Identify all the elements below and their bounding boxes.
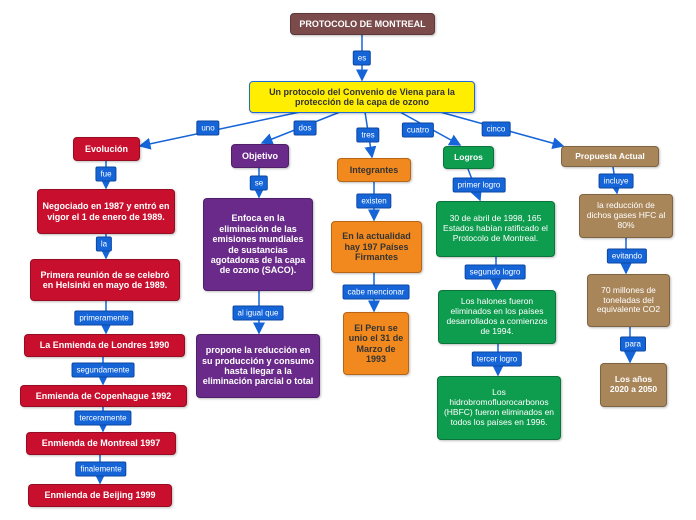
link-label-segundamente: segundamente <box>71 362 135 378</box>
integrantes-item-2[interactable]: El Peru se unio el 31 de Marzo de 1993 <box>343 312 409 375</box>
link-label-al-igual-que: al igual que <box>232 305 284 321</box>
evolucion-item-4[interactable]: Enmienda de Copenhague 1992 <box>20 385 187 407</box>
branch-logros[interactable]: Logros <box>443 146 494 169</box>
link-label-primer-logro: primer logro <box>452 177 506 193</box>
link-label-finalemente: finalemente <box>75 461 127 477</box>
link-label-tres: tres <box>356 127 380 143</box>
integrantes-item-1[interactable]: En la actualidad hay 197 Países Firmante… <box>331 221 422 273</box>
link-label-evitando: evitando <box>606 248 648 264</box>
objetivo-item-2[interactable]: propone la reducción en su producción y … <box>196 334 320 398</box>
branch-evolucion[interactable]: Evolución <box>73 137 140 161</box>
branch-objetivo[interactable]: Objetivo <box>231 144 289 168</box>
link-label-uno: uno <box>196 120 220 136</box>
link-label-fue: fue <box>95 166 117 182</box>
link-label-terceramente: terceramente <box>74 410 132 426</box>
logros-item-2[interactable]: Los halones fueron eliminados en los paí… <box>438 290 556 344</box>
evolucion-item-1[interactable]: Negociado en 1987 y entró en vigor el 1 … <box>37 189 175 234</box>
evolucion-item-5[interactable]: Enmienda de Montreal 1997 <box>26 432 176 455</box>
propuesta-item-2[interactable]: 70 millones de toneladas del equivalente… <box>587 274 670 327</box>
link-label-cinco: cinco <box>481 121 511 137</box>
link-label-primeramente: primeramente <box>74 310 134 326</box>
link-label-segundo-logro: segundo logro <box>464 264 526 280</box>
link-label-tercer-logro: tercer logro <box>471 351 523 367</box>
propuesta-item-3[interactable]: Los años 2020 a 2050 <box>600 363 667 407</box>
evolucion-item-2[interactable]: Primera reunión de se celebró en Helsink… <box>30 259 180 301</box>
link-label-para: para <box>619 336 647 352</box>
link-label-la: la <box>95 236 113 252</box>
link-label-cuatro: cuatro <box>401 122 435 138</box>
link-label-cabe-mencionar: cabe mencionar <box>342 284 410 300</box>
main-idea[interactable]: Un protocolo del Convenio de Viena para … <box>249 81 475 113</box>
link-label-incluye: incluye <box>598 173 634 189</box>
link-label-se: se <box>249 175 269 191</box>
evolucion-item-6[interactable]: Enmienda de Beijing 1999 <box>28 484 172 507</box>
link-label-existen: existen <box>356 193 392 209</box>
logros-item-3[interactable]: Los hidrobromofluorocarbonos (HBFC) fuer… <box>437 376 561 440</box>
map-title[interactable]: PROTOCOLO DE MONTREAL <box>290 13 435 35</box>
objetivo-item-1[interactable]: Enfoca en la eliminación de las emisione… <box>203 198 313 291</box>
logros-item-1[interactable]: 30 de abril de 1998, 165 Estados habían … <box>436 201 555 257</box>
propuesta-item-1[interactable]: la reducción de dichos gases HFC al 80% <box>579 194 673 238</box>
branch-propuesta-actual[interactable]: Propuesta Actual <box>561 146 659 167</box>
link-label-es: es <box>352 50 372 66</box>
branch-integrantes[interactable]: Integrantes <box>337 158 411 182</box>
link-label-dos: dos <box>293 120 317 136</box>
evolucion-item-3[interactable]: La Enmienda de Londres 1990 <box>24 334 185 357</box>
